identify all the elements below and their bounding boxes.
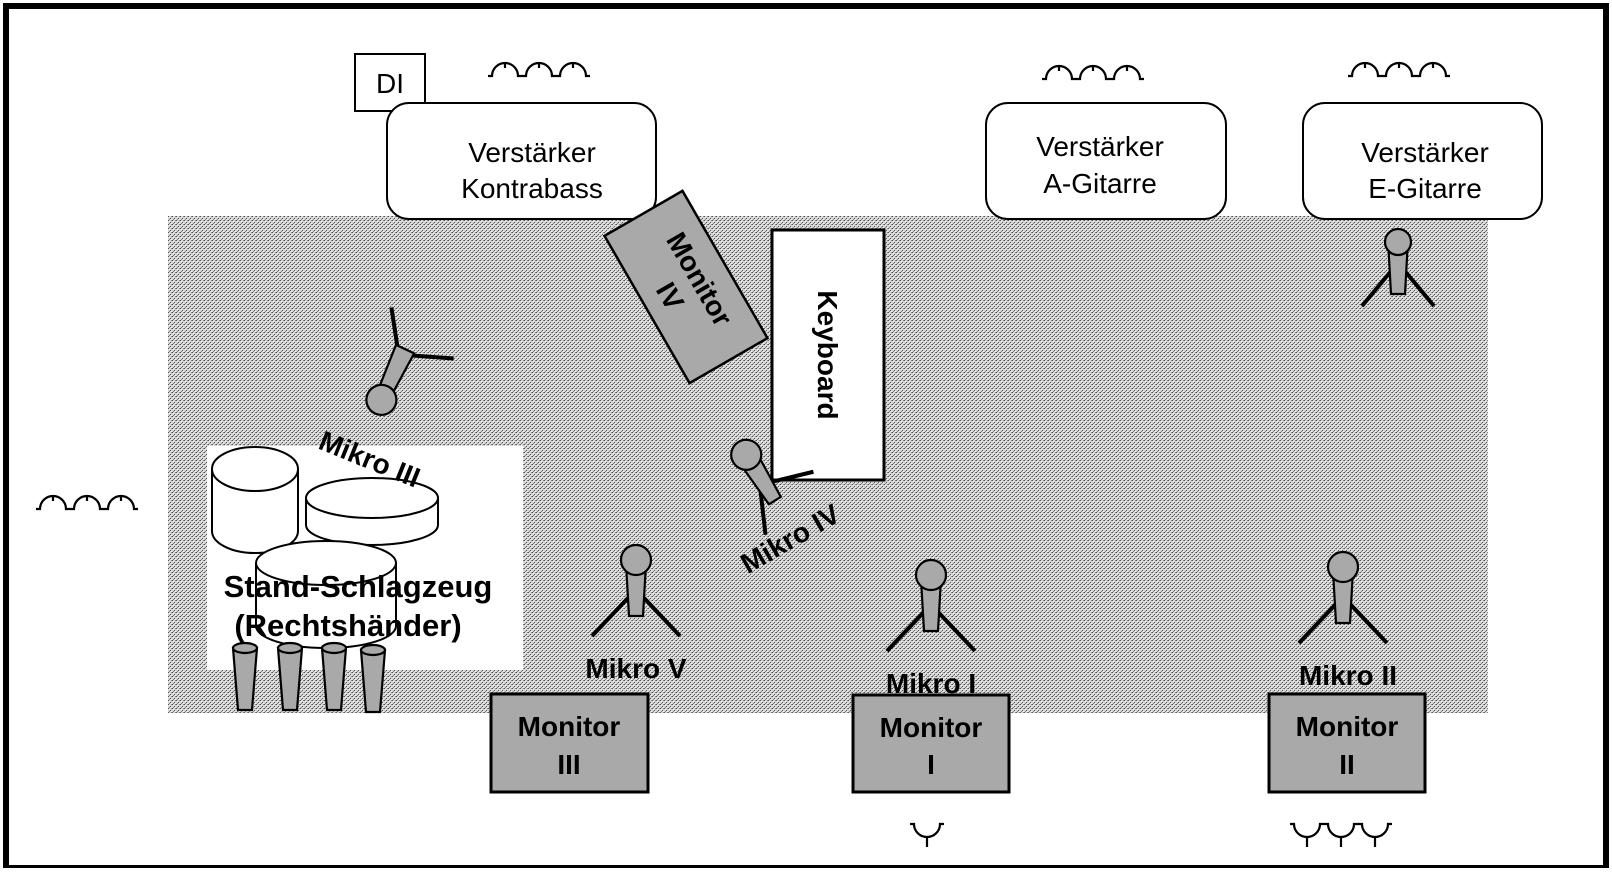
monitor-ii: Monitor II [1267,692,1427,794]
monitor-label-line1: Monitor [880,712,983,743]
di-box: DI [354,53,426,112]
microphone-icon [359,643,387,714]
monitor-label-line2: I [927,749,935,780]
amp-label-line1: Verstärker [468,137,596,168]
monitor-iv: Monitor IV [602,189,770,385]
microphone-icon [320,641,348,712]
keyboard-label: Keyboard [812,290,843,419]
microphone-icon [276,641,304,712]
mic-e-gitarre [1360,227,1436,308]
drum-kit: Stand-Schlagzeug (Rechtshänder) [207,446,523,714]
mic-label: Mikro V [585,653,686,684]
amp-kontrabass: Verstärker Kontrabass [386,102,657,220]
monitor-i: Monitor I [851,693,1011,794]
amp-a-gitarre: Verstärker A-Gitarre [985,102,1227,220]
monitor-label-line2: III [557,749,580,780]
amp-label-line2: E-Gitarre [1368,173,1482,204]
amp-label-line2: Kontrabass [461,173,603,204]
mic-stand-icon [365,307,454,416]
drums-label-line1: Stand-Schlagzeug [224,569,493,604]
monitor-label-line2: II [1339,749,1355,780]
monitor-label-line1: Monitor [1296,711,1399,742]
monitor-label-line1: Monitor [518,711,621,742]
di-label: DI [376,68,404,99]
keyboard: Keyboard [770,228,886,482]
mic-label: Mikro II [1299,660,1397,691]
monitor-iii: Monitor III [489,692,650,794]
amp-e-gitarre: Verstärker E-Gitarre [1302,102,1543,220]
amp-label-line1: Verstärker [1361,137,1489,168]
mikro-ii: Mikro II [1297,550,1397,691]
drums-label-line2: (Rechtshänder) [234,608,461,643]
amp-label-line1: Verstärker [1036,131,1164,162]
microphone-icon [231,641,259,712]
amp-label-line2: A-Gitarre [1043,168,1157,199]
mikro-v: Mikro V [585,543,687,684]
mic-stand-icon [1360,227,1436,308]
mic-stand-icon [730,438,814,535]
